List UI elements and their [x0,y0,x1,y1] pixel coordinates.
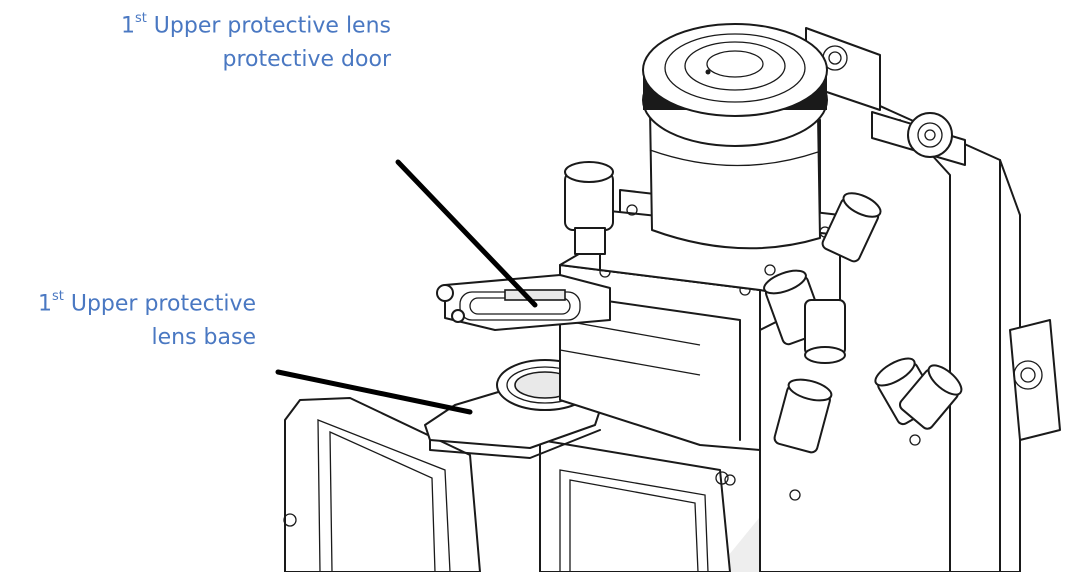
callout-upper-lens-door: 1st Upper protective lens protective doo… [121,4,391,77]
protective-door [436,274,611,331]
focus-cylinder [642,23,828,250]
callout-upper-lens-base: 1st Upper protective lens base [38,282,256,355]
callout-door-line2: protective door [222,47,391,73]
callout-base-line2: lens base [151,325,257,351]
leader-line-door [395,159,538,308]
callout-base-line1: 1st Upper protective [37,289,256,317]
main-housing [724,27,1061,572]
lower-housing [283,397,731,572]
leader-line-base [275,369,473,415]
gas-fittings [564,161,963,454]
callout-door-line1: 1st Upper protective lens [120,11,391,39]
